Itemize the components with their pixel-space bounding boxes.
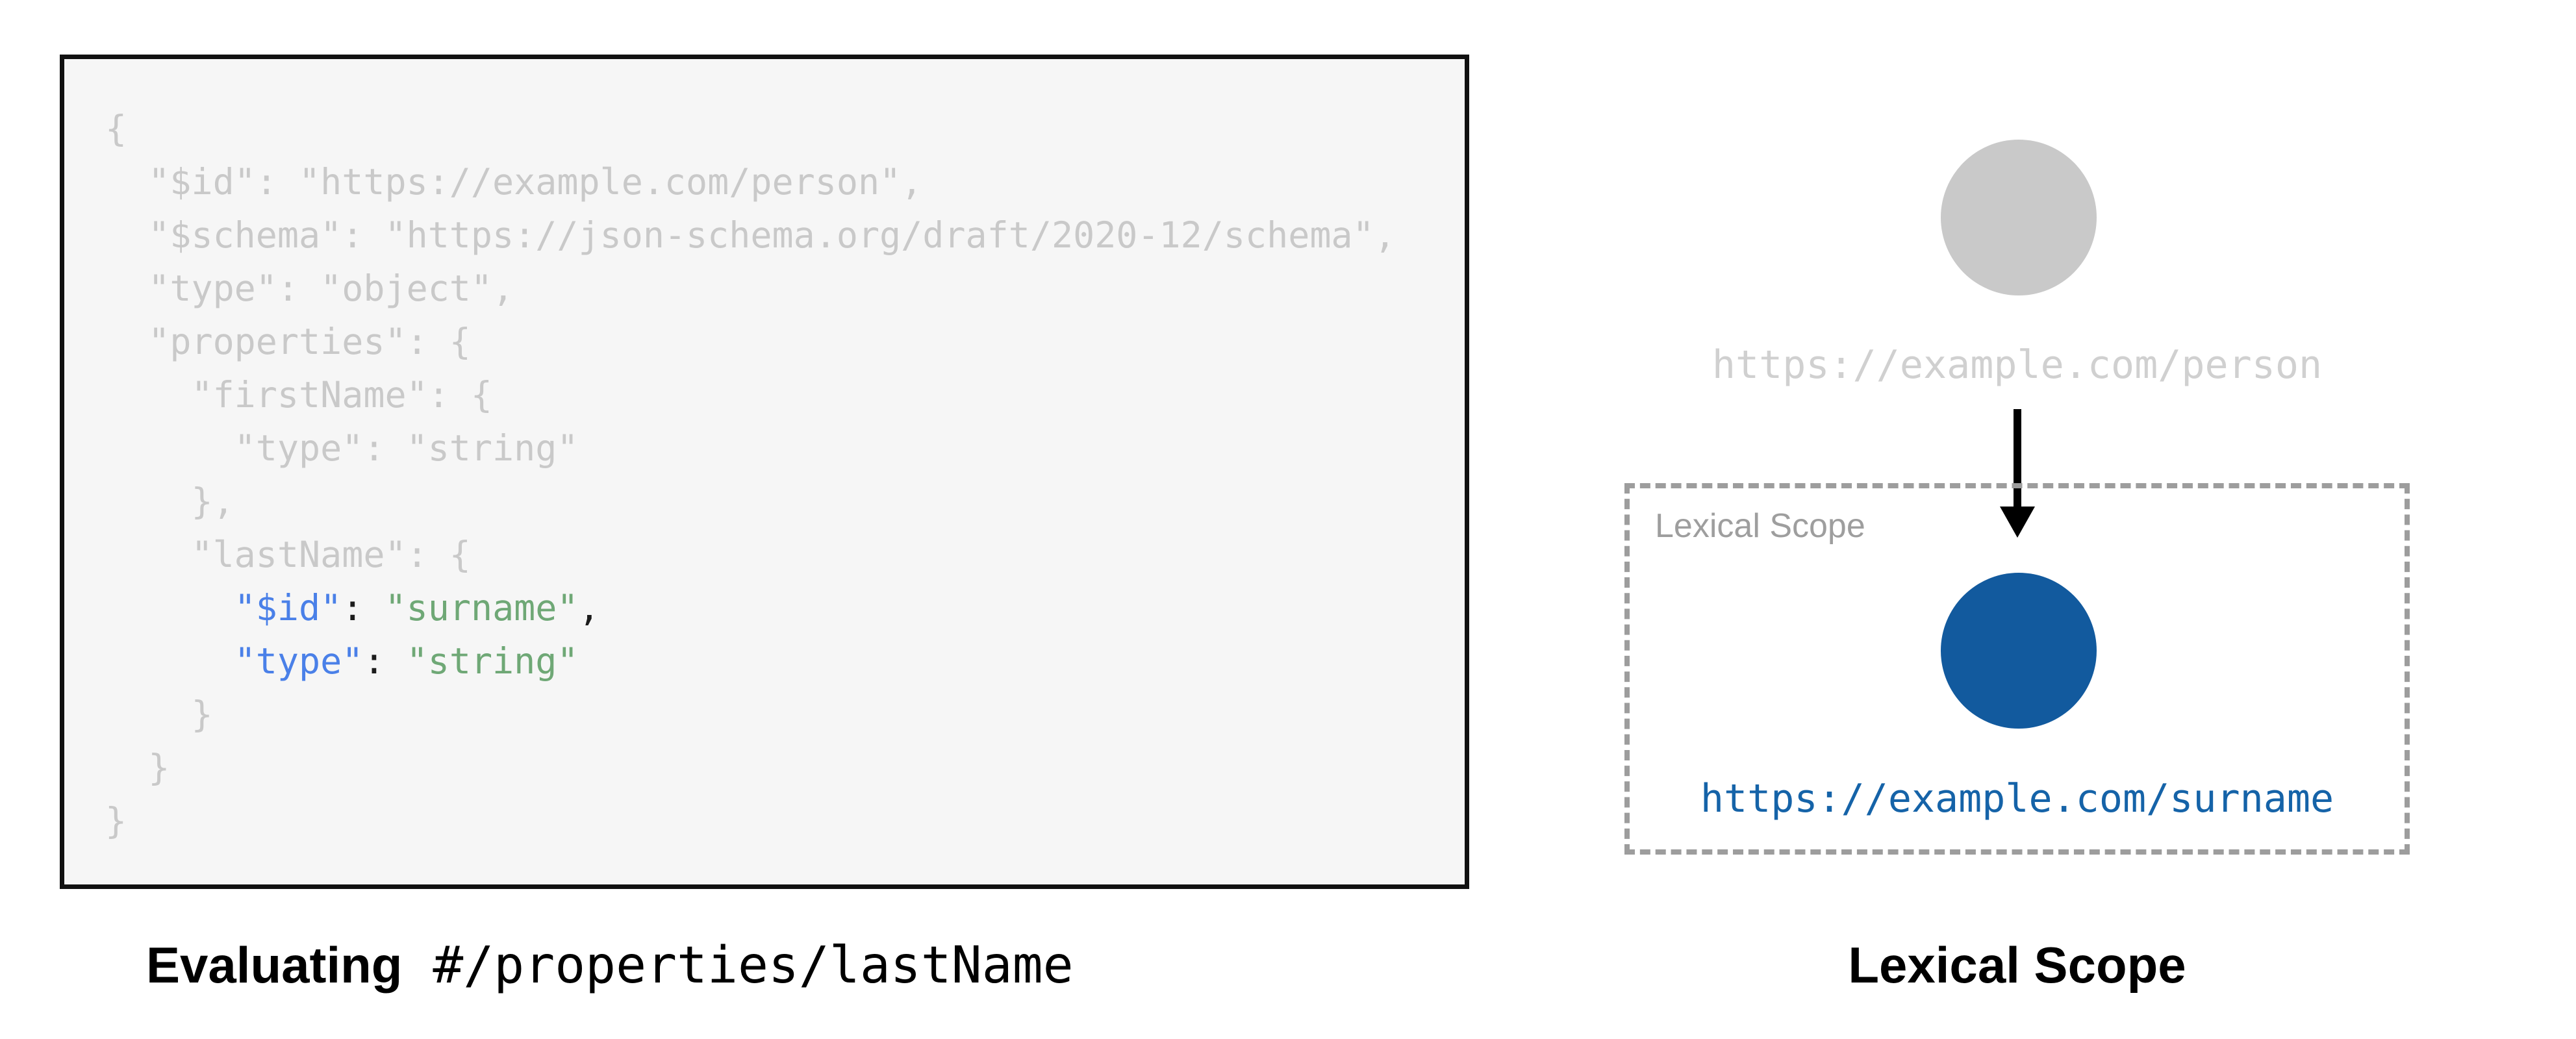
code-line: }, <box>105 481 234 522</box>
arrow-down-head-icon <box>2000 507 2035 538</box>
lexical-scope-box: Lexical Scope <box>1624 483 2410 855</box>
code-line: } <box>105 747 170 788</box>
code-line: } <box>105 694 213 735</box>
code-lines: { "$id": "https://example.com/person", "… <box>105 102 1396 847</box>
code-line: "lastName": { <box>105 534 471 575</box>
person-uri-label: https://example.com/person <box>1711 342 2323 388</box>
code-line: "type": "string" <box>234 640 579 682</box>
code-line: "$id": "surname", <box>234 587 600 629</box>
surname-schema-node-circle <box>1941 573 2097 729</box>
code-line: "type": "object", <box>105 268 514 309</box>
surname-uri-label: https://example.com/surname <box>1700 776 2334 821</box>
evaluating-caption-pointer: #/properties/lastName <box>402 936 1074 995</box>
schema-code-panel: { "$id": "https://example.com/person", "… <box>60 55 1469 889</box>
code-line: "$schema": "https://json-schema.org/draf… <box>105 214 1396 256</box>
lexical-scope-box-label: Lexical Scope <box>1655 507 1865 545</box>
evaluating-caption: Evaluating #/properties/lastName <box>146 936 1074 994</box>
code-line: "$id": "https://example.com/person", <box>105 161 923 203</box>
code-line: } <box>105 800 127 842</box>
code-line: "properties": { <box>105 321 471 362</box>
code-line: "firstName": { <box>105 374 493 416</box>
evaluating-caption-bold: Evaluating <box>146 936 403 994</box>
lexical-scope-caption: Lexical Scope <box>1848 936 2186 994</box>
person-schema-node-circle <box>1941 140 2097 295</box>
code-line: "type": "string" <box>105 427 579 469</box>
code-line: { <box>105 108 127 149</box>
